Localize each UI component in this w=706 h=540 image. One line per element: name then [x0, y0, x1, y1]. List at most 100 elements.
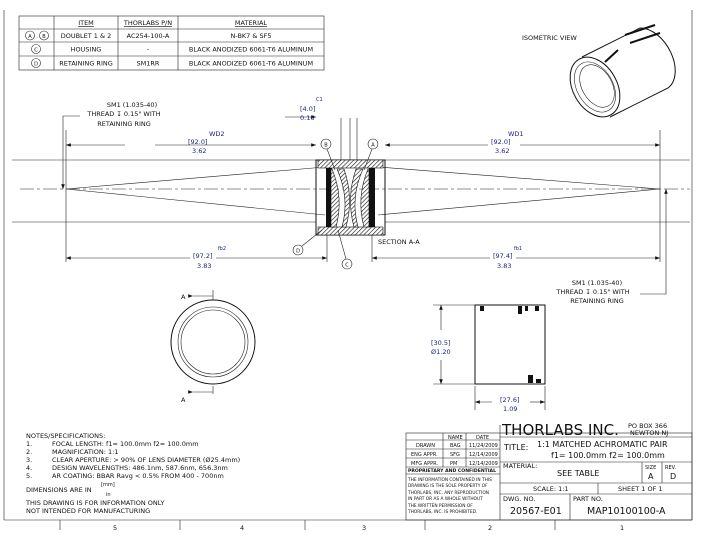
company-address-2: NEWTON NJ — [630, 429, 668, 437]
units-mm: [mm] — [101, 482, 115, 488]
material-value: SEE TABLE — [557, 469, 599, 478]
part-number: MAP10100100-A — [587, 506, 666, 517]
bom-header-material: MATERIAL — [235, 19, 268, 27]
proprietary-heading: PROPRIETARY AND CONFIDENTIAL — [408, 468, 496, 474]
company-address-1: PO BOX 366 — [628, 422, 667, 430]
svg-text:CLEAR APERTURE: > 90% OF LENS: CLEAR APERTURE: > 90% OF LENS DIAMETER (… — [52, 456, 240, 464]
bom-cell-callout: C — [34, 48, 38, 54]
drawing-title: 1:1 MATCHED ACHROMATIC PAIR — [537, 440, 668, 449]
proprietary-text: THORLABS, INC. ANY REPRODUCTION — [407, 490, 489, 496]
bom-row: A . B DOUBLET 1 & 2 AC254-100-A N-BK7 & … — [25, 30, 272, 41]
disclaimer-1: THIS DRAWING IS FOR INFORMATION ONLY — [25, 499, 165, 507]
section-view: B A D C SECTION A-A WD2 [92.0] 3.62 WD1 … — [12, 97, 690, 305]
section-marker-bottom: A — [181, 396, 186, 404]
c1-mm: [4.0] — [300, 105, 315, 113]
sheet-number: SHEET 1 OF 1 — [618, 485, 663, 493]
zone-labels: 5 4 3 2 1 — [113, 524, 624, 532]
bom-cell-material: N-BK7 & SF5 — [230, 32, 271, 40]
svg-text:ENG APPR.: ENG APPR. — [411, 452, 438, 458]
thread-note-right-2: THREAD ↧ 0.15" WITH — [555, 288, 629, 296]
bom-cell-pn: - — [147, 46, 150, 54]
rev-label: REV. — [665, 465, 676, 471]
section-label: SECTION A-A — [378, 238, 420, 246]
wd1-label: WD1 — [508, 130, 524, 138]
company-name: THORLABS INC. — [501, 421, 619, 439]
proprietary-text: THE WRITTEN PERMISSION OF — [407, 503, 473, 509]
approvals-header-name: NAME — [448, 435, 463, 441]
wd2-in: 3.62 — [192, 147, 206, 155]
fb2-mm: [97.2] — [193, 252, 213, 260]
isometric-view: ISOMETRIC VIEW — [522, 24, 676, 118]
svg-text:1.: 1. — [26, 440, 32, 448]
svg-text:11/24/2009: 11/24/2009 — [469, 443, 498, 449]
svg-text:AR COATING: BBAR Ravg < 0.5% F: AR COATING: BBAR Ravg < 0.5% FROM 400 - … — [52, 472, 224, 480]
material-label: MATERIAL: — [503, 462, 537, 470]
zone-2: 2 — [488, 524, 492, 532]
svg-text:FOCAL LENGTH: f1= 100.0mm f2: FOCAL LENGTH: f1= 100.0mm f2= 100.0mm — [52, 440, 199, 448]
svg-text:PM: PM — [450, 461, 457, 467]
thread-note-right-3: RETAINING RING — [570, 297, 624, 305]
notes-heading: NOTES/SPECIFICATIONS: — [26, 432, 105, 440]
diameter-in: Ø1.20 — [431, 348, 451, 356]
disclaimer-2: NOT INTENDED FOR MANUFACTURING — [26, 507, 150, 515]
callout-circle-a — [25, 30, 35, 41]
svg-text:DESIGN WAVELENGTHS: 486.1nm, 5: DESIGN WAVELENGTHS: 486.1nm, 587.6nm, 65… — [52, 464, 228, 472]
bom-row: D RETAINING RING SM1RR BLACK ANODIZED 60… — [31, 58, 313, 68]
section-marker-top: A — [181, 293, 186, 301]
bom-header-pn: THORLABS P/N — [123, 19, 172, 27]
svg-text:3.: 3. — [26, 456, 32, 464]
proprietary-text: DRAWING IS THE SOLE PROPERTY OF — [408, 483, 488, 489]
bom-cell-pn: AC254-100-A — [127, 32, 170, 40]
note-item: 3. CLEAR APERTURE: > 90% OF LENS DIAMETER… — [26, 456, 240, 464]
svg-text:5.: 5. — [26, 472, 32, 480]
side-view: [30.5] Ø1.20 [27.6] 1.09 — [431, 304, 546, 413]
bom-cell-pn: SM1RR — [137, 60, 160, 68]
notes: NOTES/SPECIFICATIONS: 1. FOCAL LENGTH: f1… — [25, 432, 240, 515]
thread-note-left-1: SM1 (1.035-40) — [107, 101, 157, 109]
size-label: SIZE — [645, 465, 656, 471]
wd1-in: 3.62 — [495, 147, 509, 155]
title-label: TITLE: — [503, 443, 528, 452]
svg-text:MAGNIFICATION: 1:1: MAGNIFICATION: 1:1 — [52, 448, 118, 456]
approvals-header-date: DATE — [476, 435, 489, 441]
bom-row: C HOUSING - BLACK ANODIZED 6061-T6 ALUMI… — [31, 44, 313, 54]
proprietary-text: IN PART OR AS A WHOLE WITHOUT — [408, 496, 483, 502]
c1-in: 0.16 — [300, 114, 314, 122]
wd2-label: WD2 — [209, 130, 225, 138]
note-item: 5. AR COATING: BBAR Ravg < 0.5% FROM 400 … — [26, 472, 224, 480]
scale: SCALE: 1:1 — [533, 485, 569, 493]
bom-header-item: ITEM — [78, 19, 94, 27]
units-in: in — [106, 492, 111, 498]
approval-row: MFG APPR. PM 12/14/2009 — [411, 461, 498, 467]
thread-note-right-1: SM1 (1.035-40) — [572, 279, 622, 287]
bom-cell-callout: A . B — [28, 34, 46, 40]
svg-text:SFG: SFG — [450, 452, 460, 458]
callout-d: D — [296, 249, 300, 255]
bill-of-materials-table: ITEM THORLABS P/N MATERIAL A . B DOUBLET… — [18, 15, 325, 71]
dwg-label: DWG. NO. — [503, 495, 535, 503]
bom-cell-item: HOUSING — [71, 46, 102, 54]
note-item: 4. DESIGN WAVELENGTHS: 486.1nm, 587.6nm, … — [26, 464, 228, 472]
dwg-number: 20567-E01 — [510, 506, 562, 517]
length-in: 1.09 — [503, 405, 517, 413]
thread-note-left-2: THREAD ↧ 0.15" WITH — [86, 110, 160, 118]
front-view: A A — [170, 290, 256, 404]
thread-note-left-3: RETAINING RING — [97, 120, 151, 128]
wd2-mm: [92.0] — [188, 138, 208, 146]
bom-cell-material: BLACK ANODIZED 6061-T6 ALUMINUM — [189, 46, 313, 54]
wd1-mm: [92.0] — [491, 138, 511, 146]
bom-cell-item: DOUBLET 1 & 2 — [61, 32, 112, 40]
fb2-in: 3.83 — [197, 262, 211, 270]
length-mm: [27.6] — [500, 396, 520, 404]
isometric-label: ISOMETRIC VIEW — [522, 34, 577, 42]
svg-text:4.: 4. — [26, 464, 32, 472]
bom-cell-callout: D — [34, 62, 38, 68]
drawing-subtitle: f1= 100.0mm f2= 100.0mm — [551, 451, 665, 460]
svg-text:12/14/2009: 12/14/2009 — [469, 461, 498, 467]
c1-label: C1 — [316, 97, 323, 103]
zone-5: 5 — [113, 524, 117, 532]
svg-text:MFG APPR.: MFG APPR. — [411, 461, 438, 467]
proprietary-text: THORLABS, INC. IS PROHIBITED. — [407, 509, 477, 515]
